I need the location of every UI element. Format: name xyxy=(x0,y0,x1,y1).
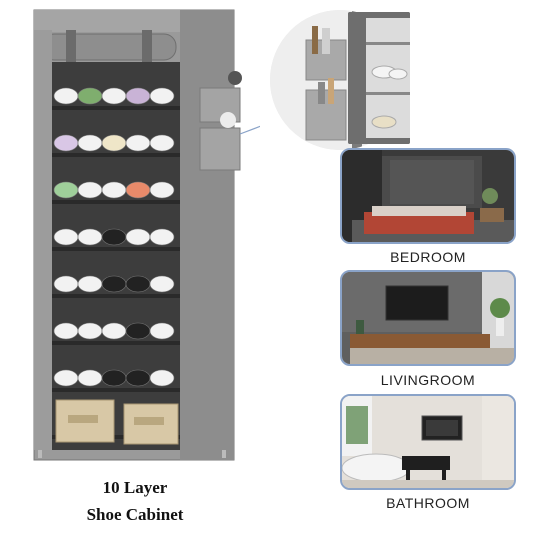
shoe xyxy=(101,322,127,340)
shoe xyxy=(53,228,79,246)
shoe xyxy=(77,181,103,199)
bathroom-image xyxy=(340,394,516,490)
shoe xyxy=(149,228,175,246)
shoe xyxy=(101,369,127,387)
shoe xyxy=(149,181,175,199)
bedroom-label: BEDROOM xyxy=(390,249,466,265)
product-title-line1: 10 Layer xyxy=(102,478,168,497)
shoe xyxy=(77,322,103,340)
shoe xyxy=(125,228,151,246)
shoe xyxy=(77,275,103,293)
shoe xyxy=(53,369,79,387)
bathroom-label: BATHROOM xyxy=(386,495,470,511)
shoe xyxy=(149,275,175,293)
shoe xyxy=(125,181,151,199)
shoe xyxy=(149,369,175,387)
shoe xyxy=(53,322,79,340)
shoe xyxy=(101,181,127,199)
livingroom-image xyxy=(340,270,516,366)
shoe-cabinet-image xyxy=(33,9,260,461)
shelf-bar xyxy=(52,341,180,345)
shelf-bar xyxy=(52,106,180,110)
shoe xyxy=(101,87,127,105)
cabinet-side-detail xyxy=(348,12,410,144)
livingroom-label: LIVINGROOM xyxy=(380,372,476,388)
shoe xyxy=(53,134,79,152)
shoe xyxy=(53,181,79,199)
shelf-bar xyxy=(52,153,180,157)
shelf-bar xyxy=(52,435,180,439)
shelf-bar xyxy=(52,200,180,204)
shoe xyxy=(53,275,79,293)
shoe xyxy=(125,369,151,387)
shoe xyxy=(149,87,175,105)
shoe xyxy=(53,87,79,105)
bedroom-image xyxy=(340,148,516,244)
shoe xyxy=(77,87,103,105)
shoe xyxy=(101,134,127,152)
shoe xyxy=(101,275,127,293)
shoe xyxy=(77,228,103,246)
shoe xyxy=(101,228,127,246)
shoe xyxy=(125,134,151,152)
product-title-line2: Shoe Cabinet xyxy=(86,505,184,524)
shoe xyxy=(125,275,151,293)
shoe xyxy=(149,322,175,340)
shoe xyxy=(149,134,175,152)
shoe xyxy=(125,87,151,105)
shoe xyxy=(125,322,151,340)
shelf-bar xyxy=(52,294,180,298)
shelf-bar xyxy=(52,388,180,392)
shelf-bar xyxy=(52,247,180,251)
shoe xyxy=(77,369,103,387)
shoe xyxy=(77,134,103,152)
